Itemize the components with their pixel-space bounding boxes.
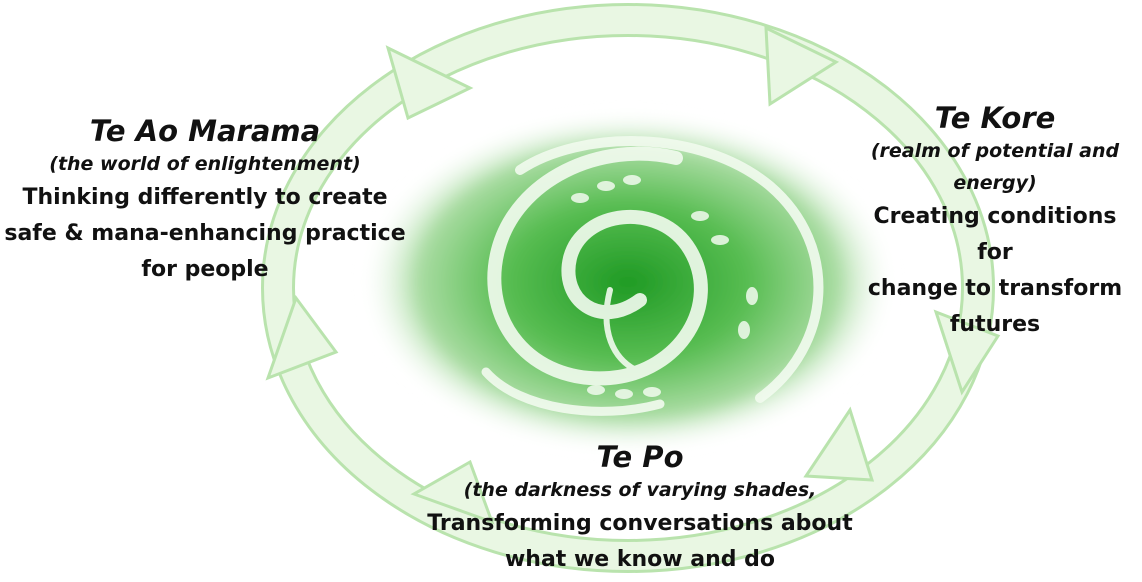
stage-description-line: for people [141, 257, 269, 282]
arrowhead-right [933, 309, 1001, 396]
carving-notch [571, 193, 589, 203]
carving-notch [746, 287, 758, 305]
carving-notch [623, 175, 641, 185]
carving-notch [615, 389, 633, 399]
arrowhead-bottom-right [803, 406, 875, 482]
koru-tail [603, 287, 643, 375]
cycle-ring-inner [264, 6, 992, 570]
arrowhead-bottom-left [410, 459, 495, 525]
arrowhead-top-left [385, 45, 474, 121]
green-eye [360, 110, 896, 454]
stage-description-line: change to transform [867, 276, 1123, 301]
carving-notch [738, 321, 750, 339]
stage-subtitle: (the darkness of varying shades, [463, 479, 817, 501]
stage-te-po: Te Po (the darkness of varying shades, T… [420, 440, 860, 578]
stage-description-line: Creating conditions for [873, 204, 1117, 265]
carving-notch [711, 235, 729, 245]
carving-notch [587, 385, 605, 395]
stage-description-line: futures [949, 312, 1041, 337]
stage-description-line: safe & mana-enhancing practice [4, 221, 406, 246]
stage-subtitle: (the world of enlightenment) [49, 153, 361, 175]
stage-title: Te Ao Marama [89, 114, 321, 148]
carved-koru-spiral-icon [360, 110, 896, 454]
stage-description-line: Thinking differently to create [22, 185, 388, 210]
carving-notch [643, 387, 661, 397]
koru-lower-arc [481, 367, 665, 416]
carving-notch [691, 211, 709, 221]
stage-description-line: what we know and do [504, 547, 776, 572]
arrowhead-left [265, 294, 339, 381]
stage-subtitle: energy) [953, 172, 1037, 194]
stage-te-ao-marama: Te Ao Marama (the world of enlightenment… [0, 114, 410, 288]
arrowhead-top-right [764, 25, 840, 107]
koru-outer-arc [515, 136, 824, 403]
circular-arrow-icon [261, 3, 1001, 573]
stage-title: Te Po [596, 440, 684, 474]
koru-spiral [487, 146, 708, 386]
stage-subtitle: (realm of potential and [870, 140, 1120, 162]
stage-title: Te Kore [934, 101, 1056, 135]
stage-description-line: Transforming conversations about [427, 511, 853, 536]
carving-notch [597, 181, 615, 191]
stage-te-kore: Te Kore (realm of potential and energy) … [848, 101, 1142, 343]
